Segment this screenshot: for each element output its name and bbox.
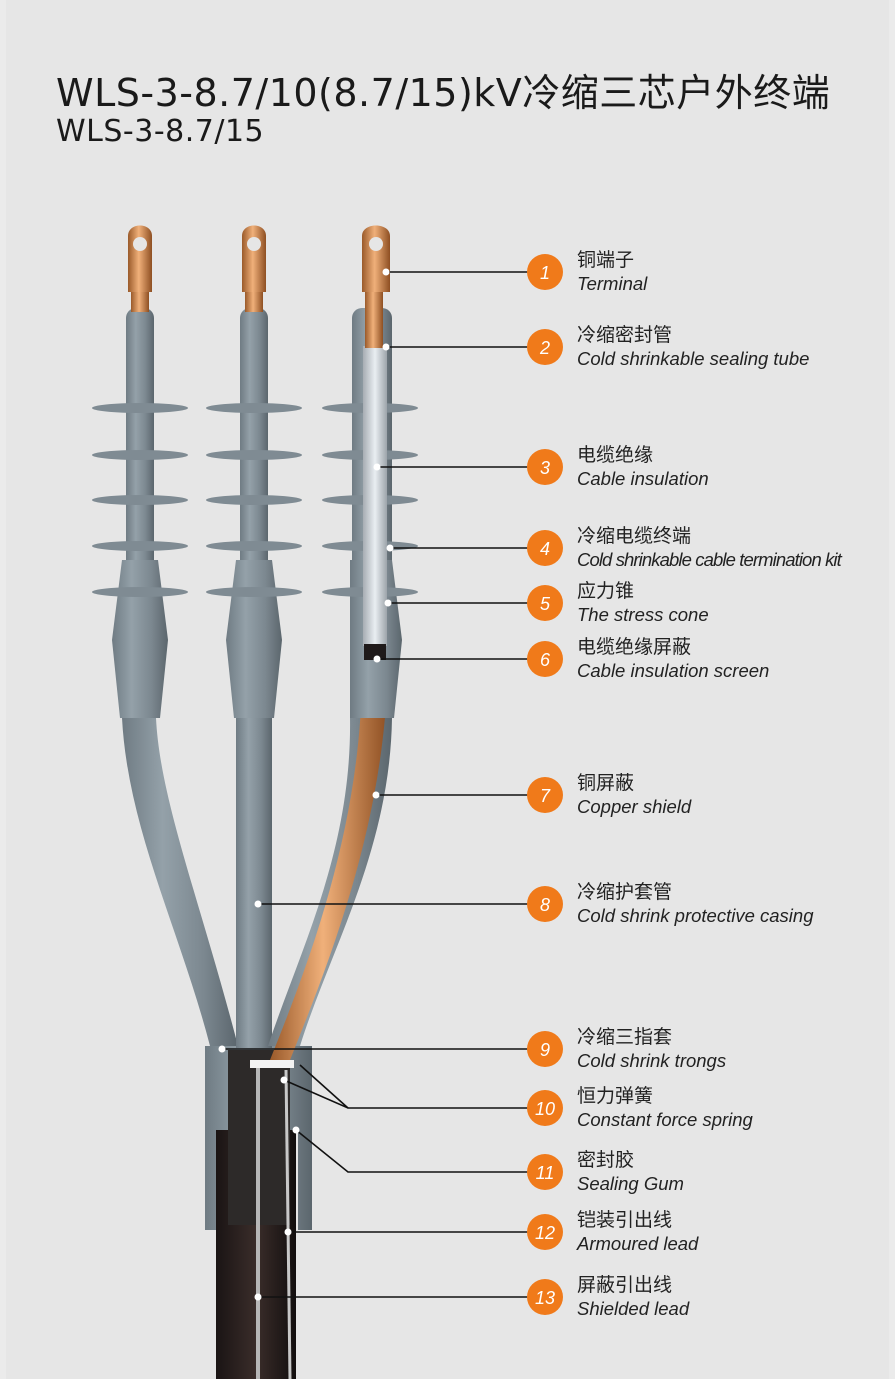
label-insulation-screen: 电缆绝缘屏蔽 Cable insulation screen: [577, 635, 769, 683]
badge-12: 12: [527, 1214, 563, 1250]
label-zh: 应力锥: [577, 580, 635, 602]
constant-force-spring: [250, 1060, 294, 1068]
badge-11-number: 11: [536, 1163, 555, 1183]
badge-5-number: 5: [540, 594, 551, 614]
label-en: Cable insulation screen: [577, 660, 770, 681]
label-zh: 冷缩护套管: [577, 881, 673, 903]
label-en: Copper shield: [577, 796, 692, 817]
label-armoured-lead: 铠装引出线 Armoured lead: [577, 1208, 698, 1256]
label-en: Cold shrink trongs: [577, 1050, 727, 1071]
insulator-middle: [206, 225, 302, 718]
label-en: Terminal: [577, 273, 648, 294]
badge-9: 9: [527, 1031, 563, 1067]
label-stress-cone: 应力锥 The stress cone: [577, 579, 709, 627]
label-zh: 密封胶: [577, 1149, 635, 1171]
label-sealing-gum: 密封胶 Sealing Gum: [577, 1148, 684, 1196]
label-zh: 恒力弹簧: [577, 1085, 654, 1107]
badge-2-number: 2: [539, 338, 550, 358]
badge-7: 7: [527, 777, 563, 813]
leader-lines: [222, 271, 530, 1298]
label-zh: 冷缩密封管: [577, 324, 673, 346]
label-en: Sealing Gum: [577, 1173, 684, 1194]
label-zh: 冷缩电缆终端: [577, 525, 692, 547]
label-terminal: 铜端子 Terminal: [577, 248, 647, 296]
label-en: Cold shrink protective casing: [577, 905, 814, 926]
label-copper-shield: 铜屏蔽 Copper shield: [577, 771, 691, 819]
page-subtitle: WLS-3-8.7/15: [56, 114, 265, 149]
label-spring: 恒力弹簧 Constant force spring: [577, 1084, 753, 1132]
page-title: WLS-3-8.7/10(8.7/15)kV冷缩三芯户外终端: [56, 71, 831, 115]
label-zh: 电缆绝缘: [577, 444, 654, 466]
label-termination-kit: 冷缩电缆终端 Cold shrinkable cable termination…: [577, 524, 842, 572]
label-cable-insulation: 电缆绝缘 Cable insulation: [577, 443, 709, 491]
label-zh: 冷缩三指套: [577, 1026, 673, 1048]
label-en: The stress cone: [577, 604, 709, 625]
badge-1: 1: [527, 254, 563, 290]
badge-7-number: 7: [540, 786, 551, 806]
badge-10: 10: [527, 1090, 563, 1126]
copper-shield-strip: [270, 660, 388, 1060]
badge-6: 6: [527, 641, 563, 677]
insulator-left: [92, 225, 188, 718]
label-en: Armoured lead: [577, 1233, 699, 1254]
label-trongs: 冷缩三指套 Cold shrink trongs: [577, 1025, 726, 1073]
badge-13: 13: [527, 1279, 563, 1315]
label-zh: 铠装引出线: [577, 1209, 673, 1231]
label-zh: 铜屏蔽: [577, 772, 635, 794]
badge-4-number: 4: [540, 539, 550, 559]
badge-10-number: 10: [535, 1099, 555, 1119]
badge-5: 5: [527, 585, 563, 621]
leader-dots: [218, 268, 394, 1301]
label-sealing-tube: 冷缩密封管 Cold shrinkable sealing tube: [577, 323, 809, 371]
insulator-right-cutaway: [322, 225, 418, 718]
leg-middle: [236, 718, 272, 1048]
label-protective-casing: 冷缩护套管 Cold shrink protective casing: [577, 880, 814, 928]
badge-13-number: 13: [535, 1288, 555, 1308]
badge-8-number: 8: [540, 895, 550, 915]
shielded-lead-wire: [284, 1069, 292, 1379]
badge-2: 2: [527, 329, 563, 365]
label-en: Cold shrinkable cable termination kit: [577, 549, 842, 570]
label-zh: 电缆绝缘屏蔽: [577, 636, 692, 658]
badge-6-number: 6: [540, 650, 551, 670]
label-en: Constant force spring: [577, 1109, 753, 1130]
badge-12-number: 12: [535, 1223, 555, 1243]
leg-left: [122, 718, 238, 1046]
badge-1-number: 1: [540, 263, 550, 283]
badges: 1 2 3 4 5 6 7 8 9 10 11 12 13: [527, 254, 563, 1315]
badge-11: 11: [527, 1154, 563, 1190]
badge-4: 4: [527, 530, 563, 566]
label-en: Cold shrinkable sealing tube: [577, 348, 810, 369]
label-en: Shielded lead: [577, 1298, 690, 1319]
badge-9-number: 9: [540, 1040, 550, 1060]
badge-3: 3: [527, 449, 563, 485]
badge-3-number: 3: [540, 458, 550, 478]
label-zh: 屏蔽引出线: [577, 1274, 673, 1296]
label-en: Cable insulation: [577, 468, 709, 489]
label-zh: 铜端子: [577, 249, 635, 271]
badge-8: 8: [527, 886, 563, 922]
label-shielded-lead: 屏蔽引出线 Shielded lead: [577, 1273, 689, 1321]
